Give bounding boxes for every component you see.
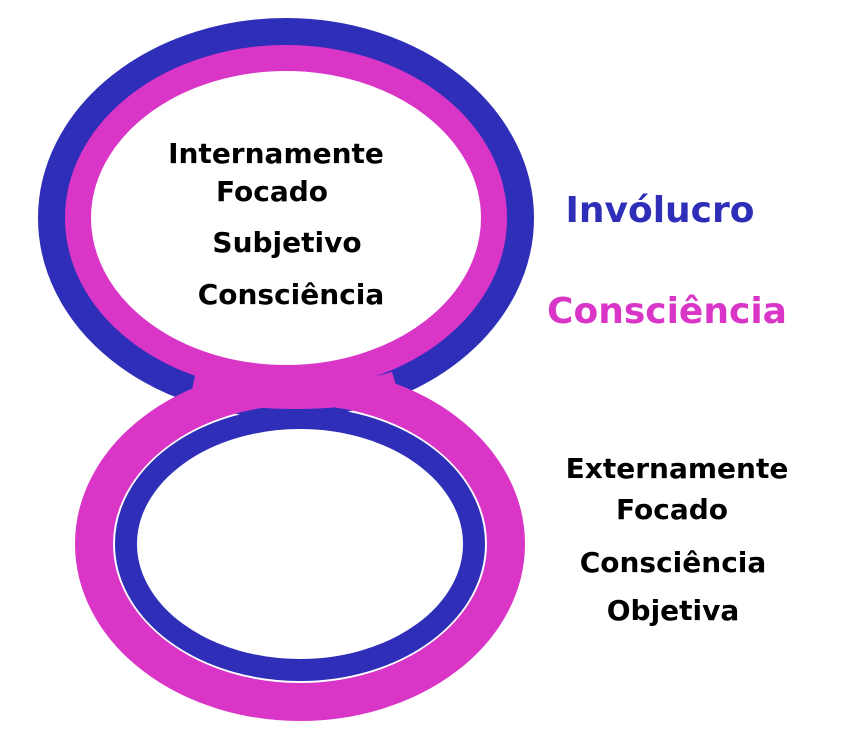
top-loop-line-4: Consciência: [197, 278, 385, 311]
top-loop-envelope-ring: [38, 18, 534, 418]
consciousness-label: Consciência: [547, 291, 787, 332]
top-loop-line-3: Subjetivo: [212, 226, 362, 259]
envelope-label: Invólucro: [565, 190, 755, 231]
outside-line-1: Externamente: [565, 452, 789, 485]
top-loop-consciousness-ring: [65, 45, 507, 391]
top-loop-line-2: Focado: [216, 175, 328, 208]
outside-line-2: Focado: [616, 493, 728, 526]
bottom-loop-consciousness-ring: [75, 367, 525, 721]
loop-crossing: [190, 372, 400, 409]
outside-line-3: Consciência: [579, 546, 767, 579]
outside-line-4: Objetiva: [606, 594, 740, 627]
top-loop-line-1: Internamente: [168, 137, 384, 170]
bottom-loop-envelope-ring: [115, 407, 485, 681]
